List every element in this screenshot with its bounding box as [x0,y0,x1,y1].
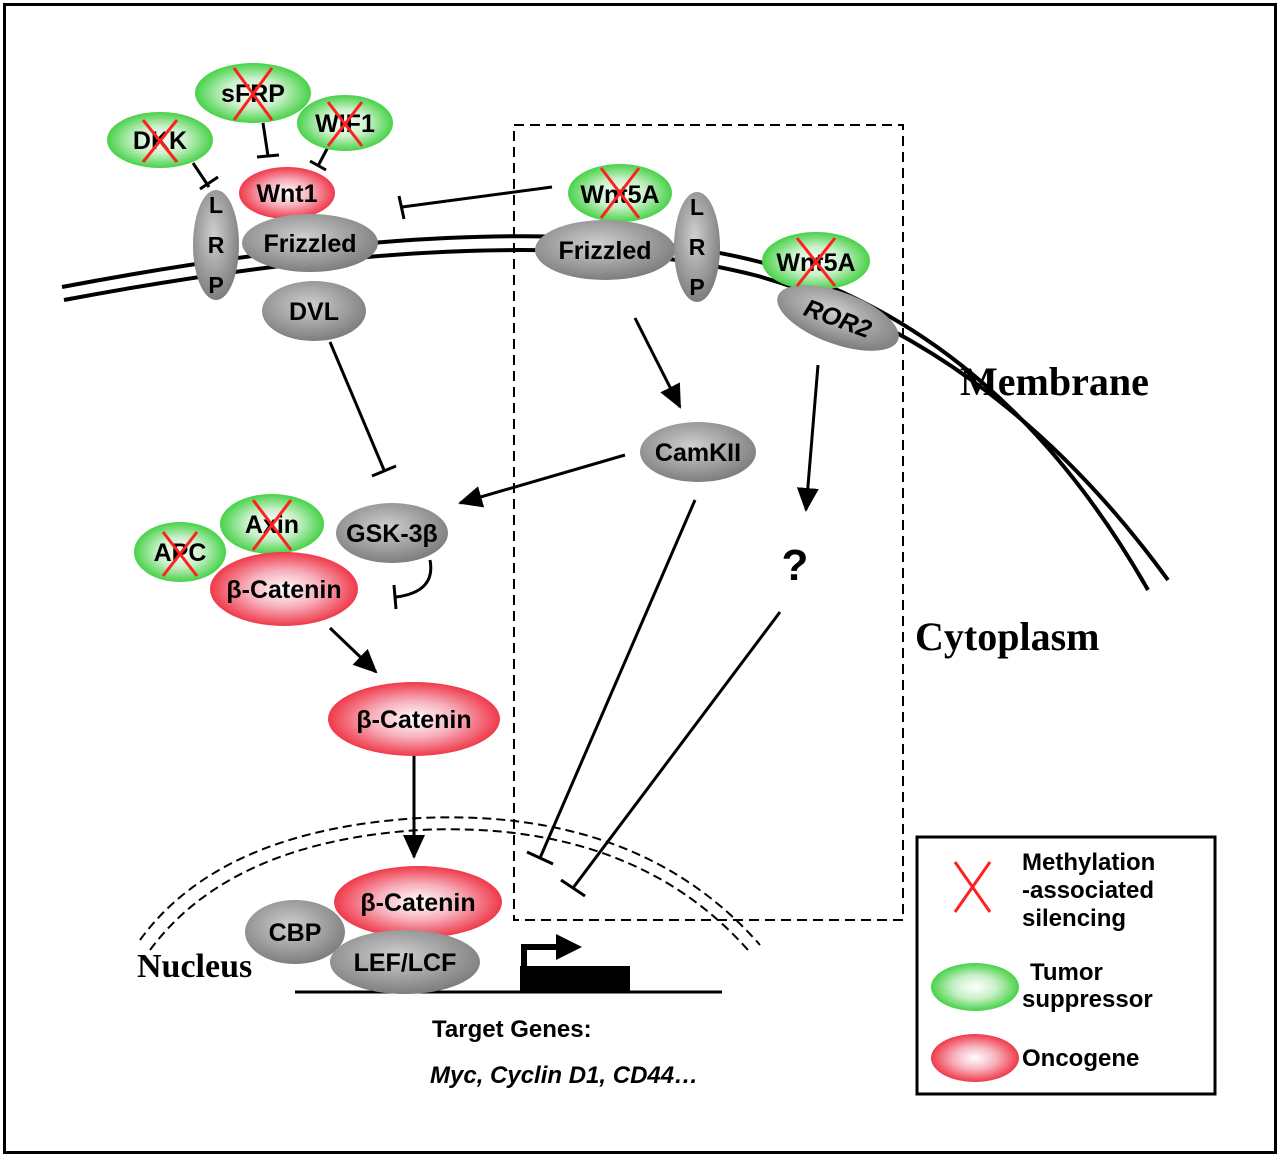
protein-label-letter: R [689,234,706,260]
legend: Methylation -associated silencing Tumor … [915,835,1217,1096]
axin-silenced-x [251,499,293,551]
gene-promoter [295,934,722,994]
wnt1-node: Wnt1 [239,167,335,219]
target-genes-list: Myc, Cyclin D1, CD44… [430,1062,698,1089]
wif1-silenced-x [326,101,364,147]
lef-label: LEF/LCF [354,949,457,977]
cytoplasm-label: Cytoplasm [915,614,1099,659]
legend-tumor-line2: suppressor [1022,986,1153,1013]
dvl-node: DVL [262,281,366,341]
protein-label-letter: P [208,272,223,298]
frizzled-right-node: Frizzled [535,220,675,280]
protein-label-letter: R [208,232,225,258]
frizzled-left-node: Frizzled [242,214,378,272]
bcat-nuclear-node: β-Catenin [334,866,502,938]
noncanonical-pathway-box [513,124,904,921]
frizzled-left-label: Frizzled [263,230,356,258]
cbp-node: CBP [245,900,345,964]
protein-label-letter: L [690,194,704,220]
dvl-label: DVL [289,298,339,326]
nuclear-envelope [139,816,761,951]
lrp-right-node: L R P [674,192,720,302]
legend-oncogene-swatch [931,1034,1019,1082]
legend-silencing-line2: -associated [1022,877,1154,904]
wnt1-label: Wnt1 [256,180,317,208]
unknown-mediator: ? [782,541,809,590]
bcat-nuclear-label: β-Catenin [360,889,475,917]
gsk3b-node: GSK-3β [336,503,448,563]
membrane-label: Membrane [960,359,1149,404]
sfrp-silenced-x [232,67,274,121]
camkii-node: CamKII [640,422,756,482]
protein-label-letter: L [209,192,223,218]
lef-node: LEF/LCF [330,930,480,994]
legend-silencing-x [953,861,992,913]
legend-tumor-swatch [931,963,1019,1011]
legend-silencing-line1: Methylation [1022,849,1155,876]
activation-arrows [328,317,820,859]
bcat-free-label: β-Catenin [356,706,471,734]
lrp-left-node: L R P [193,190,239,300]
apc-silenced-x [161,531,199,577]
target-genes-title: Target Genes: [432,1016,592,1043]
cbp-label: CBP [269,919,322,947]
bcat-complex-label: β-Catenin [226,576,341,604]
bcat-free-node: β-Catenin [328,682,500,756]
protein-label-letter: P [689,274,704,300]
gsk3b-label: GSK-3β [346,520,438,548]
camkii-label: CamKII [655,439,741,467]
wnt5a-2-silenced-x [795,237,837,287]
frizzled-right-label: Frizzled [558,237,651,265]
silencing-marks [141,67,837,577]
legend-oncogene-label: Oncogene [1022,1045,1139,1072]
dkk-silenced-x [141,119,179,163]
legend-tumor-line1: Tumor [1030,959,1103,986]
wnt5a-1-silenced-x [599,167,641,219]
nucleus-label: Nucleus [137,948,252,985]
bcat-complex-node: β-Catenin [210,552,358,626]
legend-silencing-line3: silencing [1022,905,1126,932]
pathway-edges [191,122,782,898]
